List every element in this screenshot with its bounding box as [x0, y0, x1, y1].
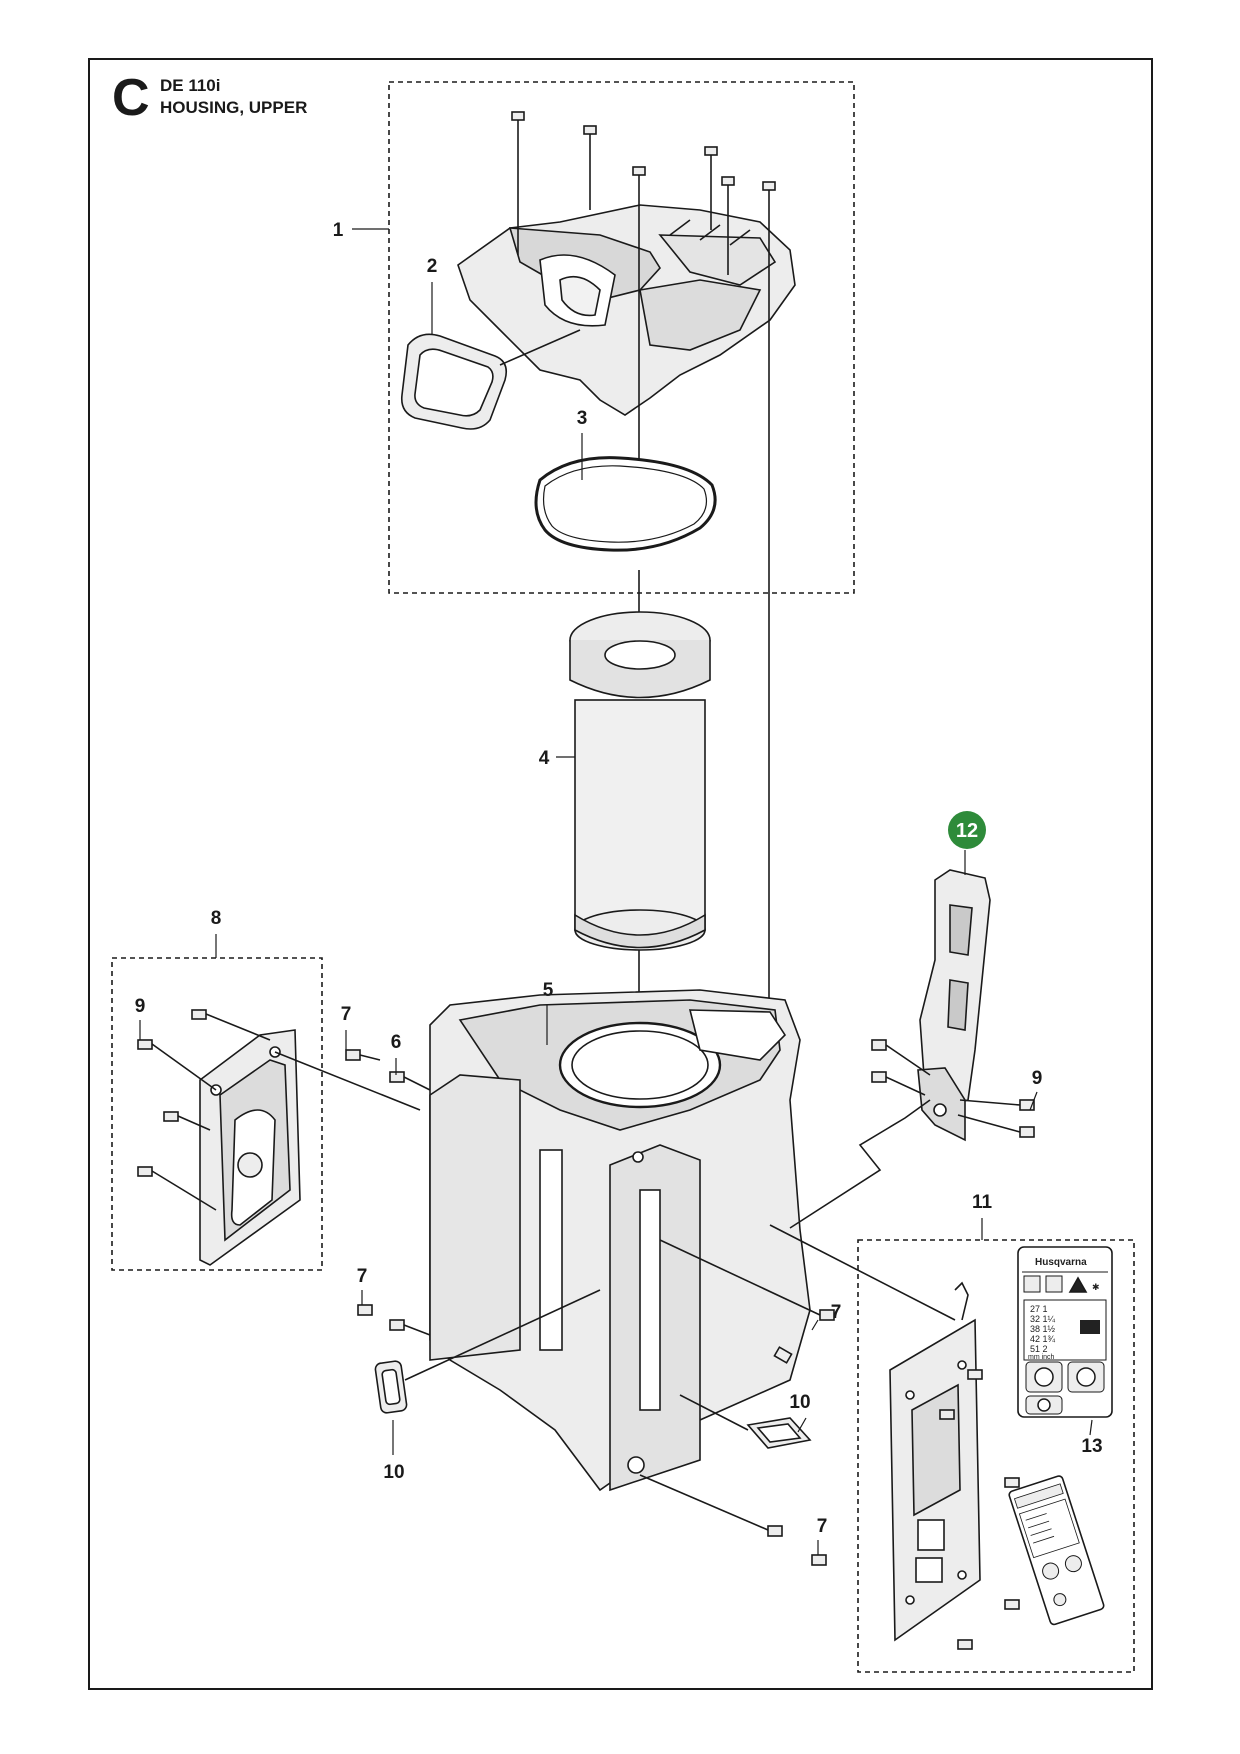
callout-11: 11 — [972, 1192, 993, 1213]
assembly-line-handle — [789, 1099, 931, 1229]
part-front-panel[interactable] — [889, 1281, 981, 1642]
callout-7: 7 — [341, 1004, 352, 1025]
callout-6: 6 — [391, 1032, 402, 1053]
power-icon — [1037, 1398, 1051, 1412]
callout-13: 13 — [1081, 1436, 1102, 1457]
part-screws-handle[interactable] — [871, 1039, 1035, 1138]
part-handle-grip[interactable] — [400, 329, 581, 430]
part-main-housing[interactable] — [429, 989, 811, 1492]
filter-icon — [1045, 1275, 1063, 1293]
part-upper-cover[interactable] — [457, 204, 796, 416]
callout-1: 1 — [333, 220, 344, 241]
decal-row: 42 1¾ — [1030, 1334, 1056, 1344]
bluetooth-icon: ✱ — [1092, 1282, 1100, 1292]
diagram-frame — [88, 58, 1153, 1690]
callout-leaders — [139, 228, 1093, 1555]
part-screws-side-left[interactable] — [137, 1009, 271, 1211]
part-screws-right[interactable] — [639, 1239, 835, 1566]
part-side-panel[interactable] — [199, 1029, 421, 1266]
part-plug-right[interactable] — [679, 1394, 812, 1449]
callout-5: 5 — [543, 980, 554, 1001]
assembly-lines-top — [517, 145, 770, 1110]
model-name: DE 110i — [160, 76, 221, 95]
section-letter: C — [112, 69, 150, 127]
group-box-top-housing — [388, 81, 855, 594]
part-decal-angled[interactable] — [1008, 1475, 1105, 1626]
part-screws-front-panel[interactable] — [939, 1369, 1020, 1650]
callout-4: 4 — [539, 748, 550, 769]
decal-row: 27 1 — [1030, 1304, 1048, 1314]
callout-7: 7 — [357, 1266, 368, 1287]
part-plug-left[interactable] — [374, 1289, 601, 1414]
part-screws-top[interactable] — [511, 111, 776, 215]
callout-10: 10 — [789, 1392, 810, 1413]
decal-row: 38 1½ — [1030, 1324, 1056, 1334]
assembly-line-front — [769, 1224, 956, 1321]
battery-icon — [1080, 1320, 1100, 1334]
callout-3: 3 — [577, 408, 588, 429]
warning-icon — [1068, 1276, 1088, 1293]
auto-mode-icon — [1034, 1367, 1054, 1387]
callout-2: 2 — [427, 256, 438, 277]
callout-12: 12 — [956, 820, 978, 842]
decal-row: 51 2 — [1030, 1344, 1048, 1354]
callout-12-badge: 12 — [948, 811, 986, 849]
part-gasket-ring[interactable] — [534, 456, 717, 552]
part-decal-flat[interactable]: Husqvarna ✱ 27 1 32 1¼ 38 1½ 42 1¾ 51 2 … — [1017, 1246, 1113, 1418]
eco-mode-icon — [1076, 1367, 1096, 1387]
callout-10: 10 — [383, 1462, 404, 1483]
part-pins-left[interactable] — [345, 1049, 431, 1336]
decal-row: 32 1¼ — [1030, 1314, 1056, 1324]
callout-7: 7 — [817, 1516, 828, 1537]
callout-9: 9 — [135, 996, 146, 1017]
callout-9: 9 — [1032, 1068, 1043, 1089]
assembly-title: HOUSING, UPPER — [160, 98, 308, 117]
part-handle-insert[interactable] — [917, 869, 991, 1142]
decal-units: mm inch — [1028, 1354, 1055, 1361]
callout-7: 7 — [831, 1302, 842, 1323]
airflow-icon — [1023, 1275, 1041, 1293]
decal-brand-text: Husqvarna — [1035, 1257, 1087, 1268]
part-filter-cartridge[interactable] — [569, 611, 711, 951]
group-box-front-panel — [857, 1239, 1135, 1673]
callout-8: 8 — [211, 908, 222, 929]
